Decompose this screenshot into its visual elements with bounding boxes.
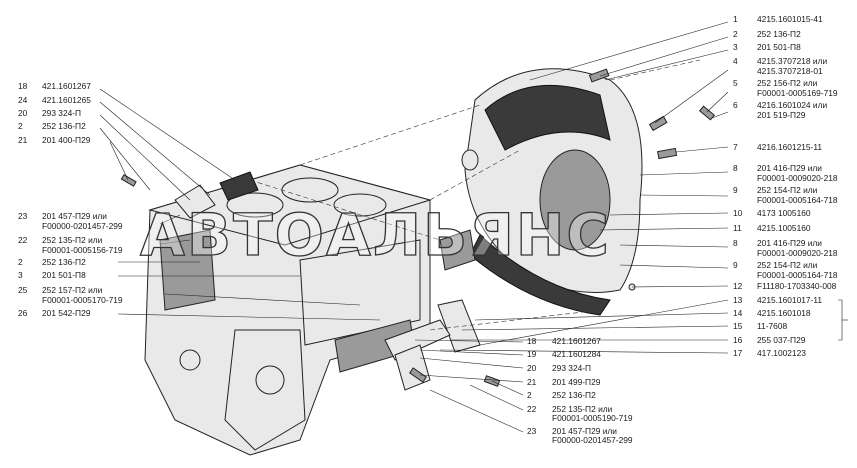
callout-code-alt: F00000-0201457-299	[552, 435, 633, 445]
callout-code: 255 037-П29	[757, 335, 806, 345]
callout-num: 15	[733, 321, 743, 331]
clutch-cover-plate	[437, 229, 481, 353]
callout-code: 4215.1005160	[757, 223, 811, 233]
callout-num: 7	[733, 142, 738, 152]
callout-num: 3	[18, 270, 23, 280]
callout-num: 18	[18, 81, 28, 91]
callout-code-alt: F00001-0005156-719	[42, 245, 123, 255]
callout-num: 2	[18, 257, 23, 267]
callout-code-alt: F00001-0005169-719	[757, 88, 838, 98]
callout-code-alt: 201 519-П29	[757, 110, 806, 120]
callout-num: 24	[18, 95, 28, 105]
callout-code: 4215.1601015-41	[757, 14, 823, 24]
callout-code: 421.1601267	[552, 336, 601, 346]
callout-code: 252 156-П2 или	[757, 78, 818, 88]
callout-num: 21	[18, 135, 28, 145]
callout-num: 18	[527, 336, 537, 346]
callout-num: 21	[527, 377, 537, 387]
callout-num: 6	[733, 100, 738, 110]
callout-code-alt: F00000-0201457-299	[42, 221, 123, 231]
callout-code-alt: F00001-0005190-719	[552, 413, 633, 423]
callout-code: 293 324-П	[42, 108, 81, 118]
callout-code: 293 324-П	[552, 363, 591, 373]
callout-code: 417.1002123	[757, 348, 806, 358]
callout-code: 4215.1601018	[757, 308, 811, 318]
callout-code: 201 416-П29 или	[757, 238, 822, 248]
callout-code: 252 136-П2	[552, 390, 596, 400]
callout-num: 23	[527, 426, 537, 436]
callout-num: 1	[733, 14, 738, 24]
callout-code-alt: F00001-0005170-719	[42, 295, 123, 305]
callout-num: 12	[733, 281, 743, 291]
callout-code: 4215.3707218 или	[757, 56, 827, 66]
callout-num: 20	[527, 363, 537, 373]
callout-code-alt: F00001-0009020-218	[757, 248, 838, 258]
callout-code: 4173 1005160	[757, 208, 811, 218]
callout-num: 10	[733, 208, 743, 218]
callout-code: 421.1601265	[42, 95, 91, 105]
engine-block	[144, 164, 432, 456]
callout-num: 2	[18, 121, 23, 131]
callout-code: 201 499-П29	[552, 377, 601, 387]
callout-code: 252 135-П2 или	[552, 404, 613, 414]
callout-code: 252 136-П2	[42, 121, 86, 131]
callout-code: 252 135-П2 или	[42, 235, 103, 245]
callout-num: 20	[18, 108, 28, 118]
callouts-bottom: 18 421.1601267 19 421.1601284 20 293 324…	[527, 336, 633, 445]
callout-num: 22	[527, 404, 537, 414]
callout-code: 252 157-П2 или	[42, 285, 103, 295]
leader-lines	[99, 21, 729, 433]
callout-code: 201 400-П29	[42, 135, 91, 145]
callout-num: 4	[733, 56, 738, 66]
callout-code: 11-7608	[757, 321, 787, 331]
callout-num: 25	[18, 285, 28, 295]
callout-code: 421.1601267	[42, 81, 91, 91]
callout-code: 201 457-П29 или	[42, 211, 107, 221]
callout-code: 252 136-П2	[42, 257, 86, 267]
callout-num: 13	[733, 295, 743, 305]
callout-num: 16	[733, 335, 743, 345]
callout-code: 421.1601284	[552, 349, 601, 359]
callout-code: 4216.1601024 или	[757, 100, 827, 110]
callout-code-alt: F00001-0005164-718	[757, 270, 838, 280]
callout-code-alt: F00001-0009020-218	[757, 173, 838, 183]
callout-num: 11	[733, 223, 742, 233]
callout-code: 252 154-П2 или	[757, 185, 818, 195]
bracket-upper	[174, 171, 259, 219]
callout-code: 201 501-П8	[757, 42, 801, 52]
callouts-left: 18 421.1601267 24 421.1601265 20 293 324…	[18, 81, 123, 318]
callout-code: 201 501-П8	[42, 270, 86, 280]
callout-code: 252 154-П2 или	[757, 260, 818, 270]
callout-num: 2	[527, 390, 532, 400]
callout-code: 201 416-П29 или	[757, 163, 822, 173]
callout-code: 201 457-П29 или	[552, 426, 617, 436]
callout-code: 252 136-П2	[757, 29, 801, 39]
callouts-right: 1 4215.1601015-41 2 252 136-П2 3 201 501…	[733, 14, 838, 358]
watermark: АВТОАЛЬЯНС	[140, 201, 611, 269]
callout-num: 2	[733, 29, 738, 39]
callout-code: 4216.1601215-11	[757, 142, 822, 152]
callout-brackets	[838, 299, 848, 341]
callout-code-alt: F00001-0005164-718	[757, 195, 838, 205]
callout-code: 4215.1601017-11	[757, 295, 822, 305]
bell-housing	[461, 68, 643, 316]
callout-num: 23	[18, 211, 28, 221]
callout-num: 9	[733, 185, 738, 195]
callout-num: 22	[18, 235, 28, 245]
assembly-lines	[249, 59, 701, 331]
callout-code-alt: 4215.3707218-01	[757, 66, 823, 76]
callout-num: 26	[18, 308, 28, 318]
callout-num: 9	[733, 260, 738, 270]
callout-num: 5	[733, 78, 738, 88]
callout-num: 14	[733, 308, 743, 318]
callout-num: 3	[733, 42, 738, 52]
callout-code: 201 542-П29	[42, 308, 91, 318]
callout-num: 19	[527, 349, 537, 359]
callout-num: 8	[733, 163, 738, 173]
callout-num: 8	[733, 238, 738, 248]
callout-code: F11180-1703340-008	[757, 281, 837, 291]
callout-num: 17	[733, 348, 743, 358]
